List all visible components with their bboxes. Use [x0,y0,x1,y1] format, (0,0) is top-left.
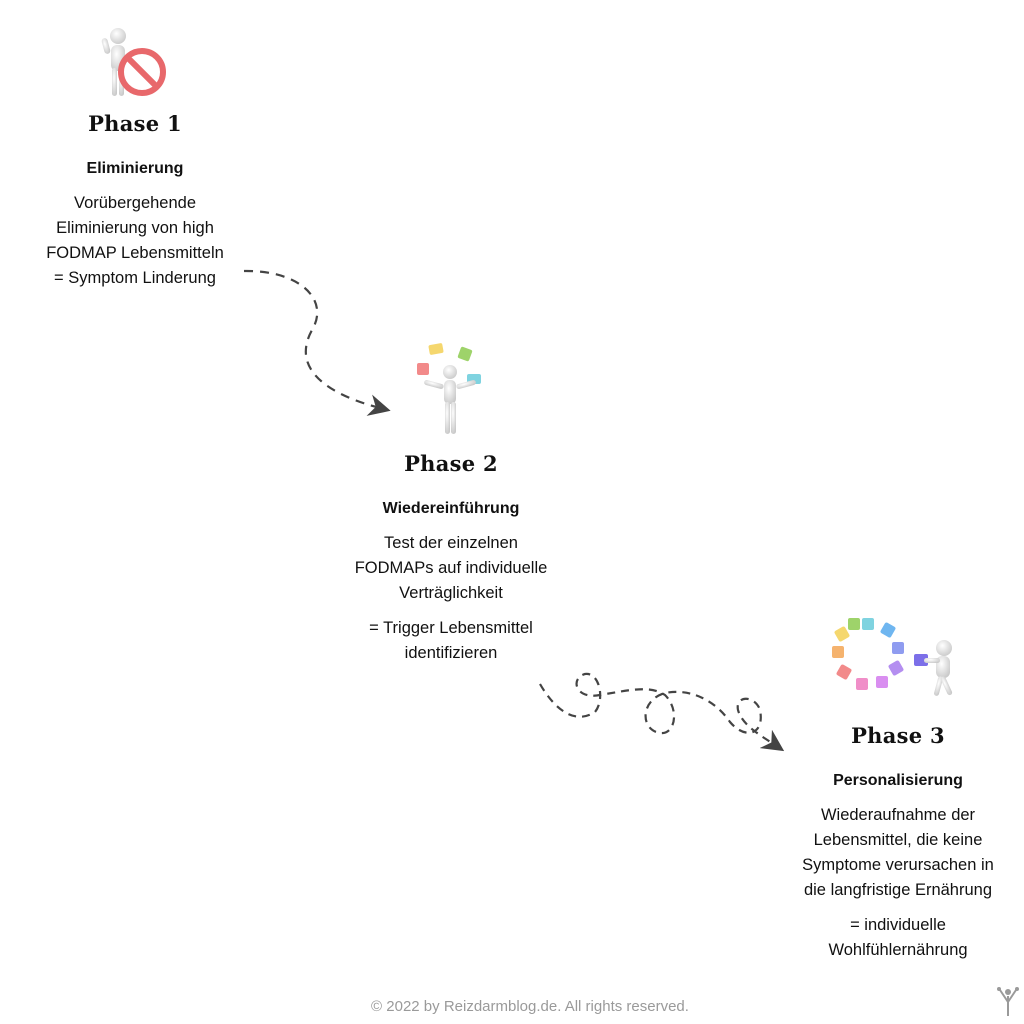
phase-result-line: = individuelle [850,916,946,934]
phase-result-line: identifizieren [404,644,498,662]
phase-result-line: = Trigger Lebensmittel [369,619,533,637]
phase-result: = Trigger Lebensmittel identifizieren [326,616,576,666]
phase-subtitle: Eliminierung [86,160,184,177]
stop-sign-figure-icon [101,28,166,96]
phase-text-line: Vorübergehende [73,194,197,212]
phase-text-line: Test der einzelnen [384,534,518,552]
arrow-phase2-to-phase3 [539,672,785,752]
phase-text-line: FODMAP Lebensmitteln [46,244,224,262]
phase-text-line: die langfristige Ernährung [803,881,993,899]
copyright-footer: © 2022 by Reizdarmblog.de. All rights re… [371,998,689,1015]
phase-description: Wiederaufnahme der Lebensmittel, die kei… [778,803,1018,903]
phase-description: Test der einzelnen FODMAPs auf individue… [326,531,576,606]
phase-2: Phase 2 Wiedereinführung Test der einzel… [326,451,576,666]
phase-1: Phase 1 Eliminierung Vorübergehende Elim… [20,111,250,291]
phase-description: Vorübergehende Eliminierung von high FOD… [20,191,250,291]
phase-text-line: Eliminierung von high [56,219,214,237]
phase-text-line: Symptome verursachen in [802,856,994,874]
juggling-puzzle-figure-icon [417,343,481,434]
phase-3: Phase 3 Personalisierung Wiederaufnahme … [778,723,1018,963]
phase-title: Phase 3 [851,723,945,748]
phase-subtitle: Personalisierung [833,772,963,789]
phase-subtitle: Wiedereinführung [382,500,520,517]
phase-text-line: Wiederaufnahme der [820,806,976,824]
puzzle-ring-figure-icon [832,618,953,696]
arrow-phase1-to-phase2 [243,269,391,416]
phase-title: Phase 2 [404,451,498,476]
brand-logo-icon [997,987,1019,1016]
phase-result: = individuelle Wohlfühlernährung [778,913,1018,963]
phase-text-line: = Symptom Linderung [54,269,216,287]
phase-result-line: Wohlfühlernährung [828,941,968,959]
phase-text-line: FODMAPs auf individuelle [354,559,548,577]
phase-text-line: Verträglichkeit [399,584,503,602]
phase-title: Phase 1 [88,111,182,136]
phase-text-line: Lebensmittel, die keine [813,831,983,849]
